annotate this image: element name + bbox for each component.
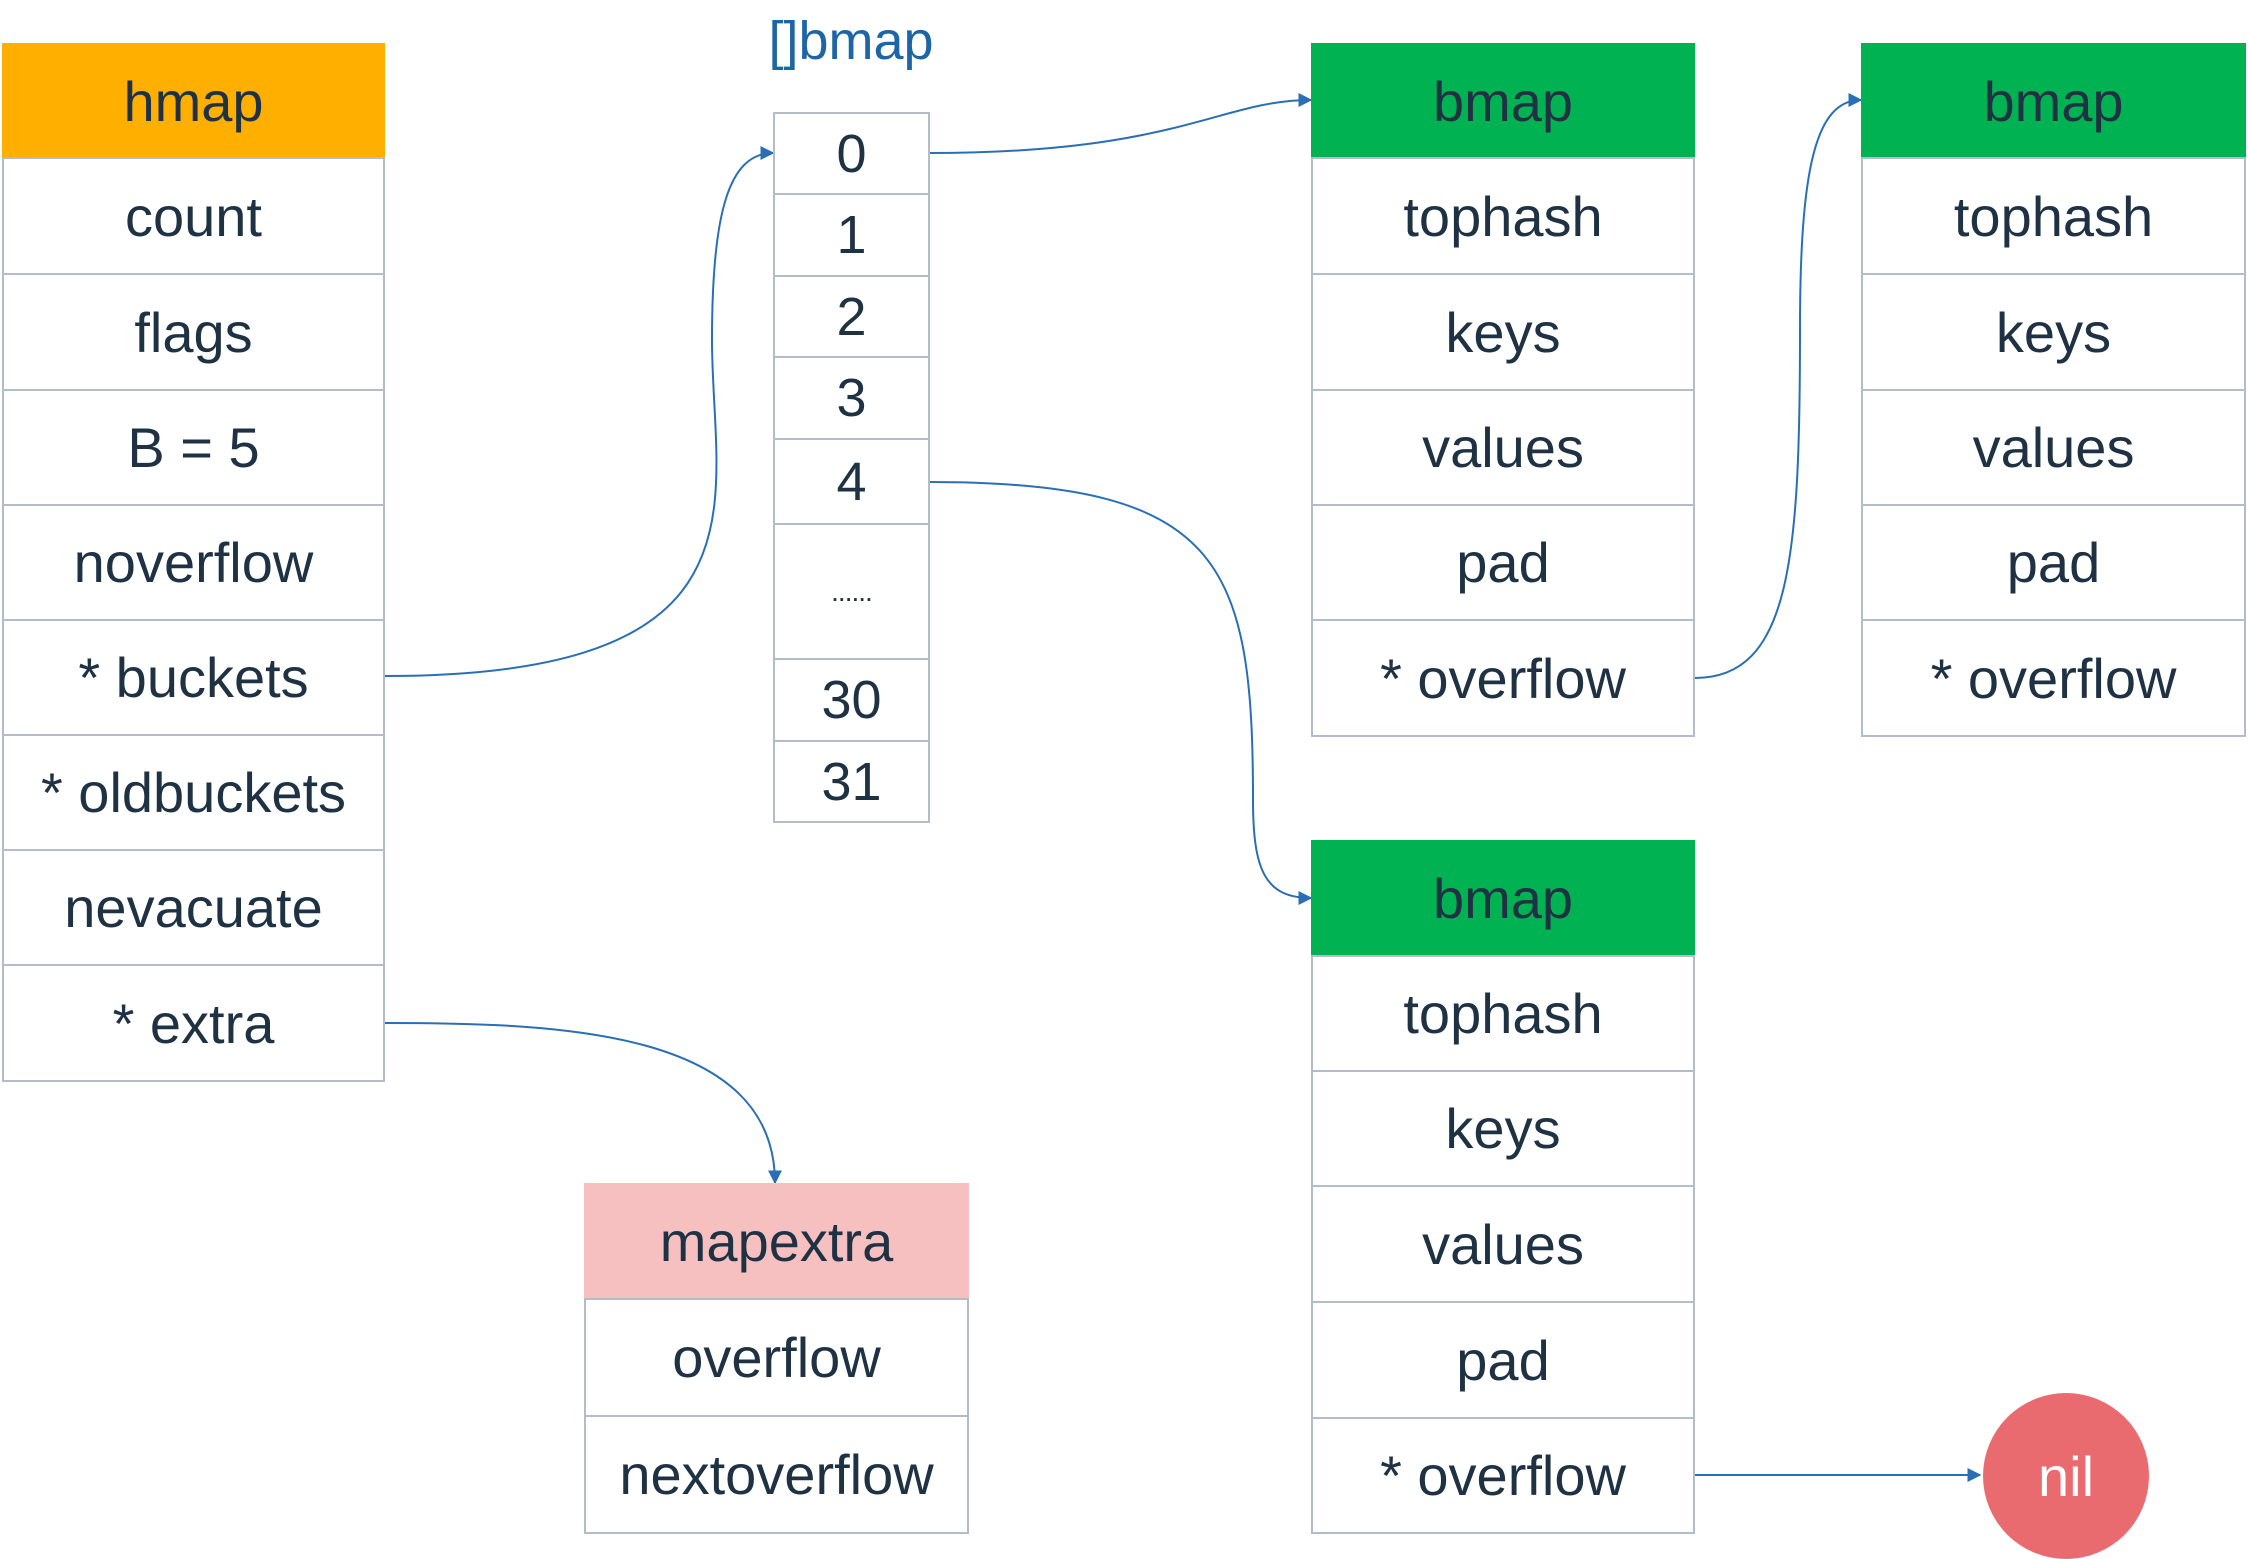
bmap-header: bmap <box>1311 43 1695 159</box>
hmap-field-b: B = 5 <box>2 389 385 506</box>
bucket-index-1: 1 <box>773 193 930 277</box>
bucket4-to-bmap-arrow <box>928 481 1313 905</box>
mapextra-header: mapextra <box>584 1183 969 1300</box>
bmap-field-keys: keys <box>1311 1070 1695 1187</box>
bmap-field-overflow: * overflow <box>1311 619 1695 737</box>
bucket-index-2: 2 <box>773 275 930 358</box>
hmap-field-count: count <box>2 157 385 275</box>
extra-pointer-arrow <box>384 1022 782 1185</box>
bucket-index-3: 3 <box>773 356 930 440</box>
mapextra-field-overflow: overflow <box>584 1298 969 1417</box>
overflow-to-bmap-arrow <box>1694 93 1863 679</box>
bmap-field-pad: pad <box>1311 1301 1695 1419</box>
buckets-pointer-arrow <box>384 146 775 677</box>
bmap-field-tophash: tophash <box>1311 955 1695 1072</box>
mapextra-field-nextoverflow: nextoverflow <box>584 1415 969 1534</box>
bucket-array-label: []bmap <box>768 11 934 71</box>
bmap-header: bmap <box>1861 43 2246 159</box>
hmap-field-nevacuate: nevacuate <box>2 849 385 966</box>
bucket0-to-bmap-arrow <box>928 93 1313 154</box>
bucket-index-ellipsis: ...... <box>773 523 930 660</box>
hmap-header: hmap <box>2 43 385 159</box>
bucket-index-30: 30 <box>773 658 930 742</box>
hmap-field-noverflow: noverflow <box>2 504 385 621</box>
bucket-index-0: 0 <box>773 112 930 195</box>
hmap-field-oldbuckets: * oldbuckets <box>2 734 385 851</box>
bmap-field-values: values <box>1861 389 2246 506</box>
hmap-field-extra: * extra <box>2 964 385 1082</box>
bmap-field-keys: keys <box>1861 273 2246 391</box>
bmap-header: bmap <box>1311 840 1695 957</box>
hmap-field-flags: flags <box>2 273 385 391</box>
bmap-field-overflow: * overflow <box>1861 619 2246 737</box>
bmap-field-overflow: * overflow <box>1311 1417 1695 1534</box>
bmap-field-tophash: tophash <box>1311 157 1695 275</box>
bmap-field-values: values <box>1311 1185 1695 1303</box>
bucket-index-4: 4 <box>773 438 930 525</box>
bmap-field-pad: pad <box>1311 504 1695 621</box>
bucket-index-31: 31 <box>773 740 930 823</box>
bmap-field-keys: keys <box>1311 273 1695 391</box>
nil-node: nil <box>1983 1393 2149 1559</box>
bmap-field-pad: pad <box>1861 504 2246 621</box>
bmap-field-tophash: tophash <box>1861 157 2246 275</box>
bmap-field-values: values <box>1311 389 1695 506</box>
hmap-field-buckets: * buckets <box>2 619 385 736</box>
